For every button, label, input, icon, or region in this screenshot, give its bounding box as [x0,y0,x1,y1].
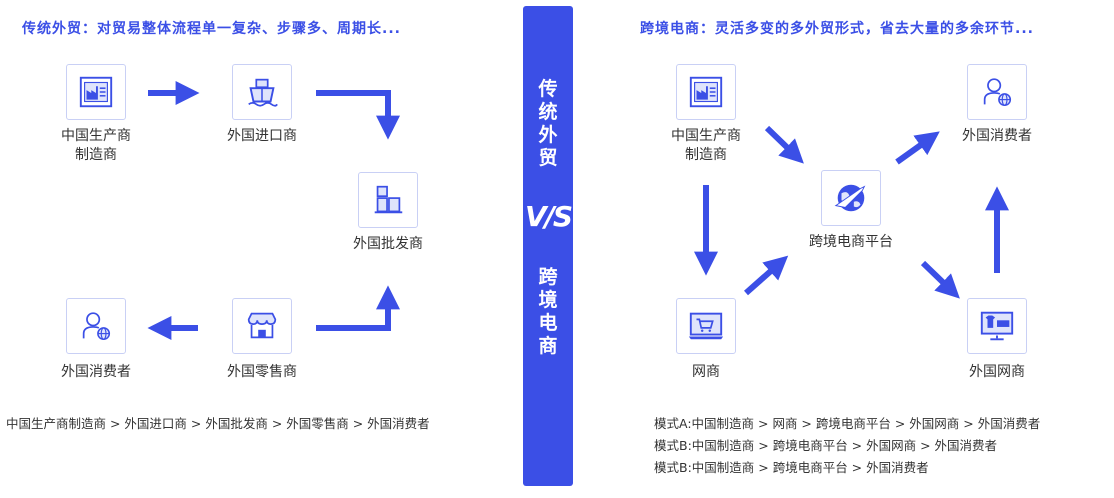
left-retailer-label: 外国零售商 [227,364,297,380]
mode-b2-summary: 模式B:中国制造商 > 跨境电商平台 > 外国消费者 [654,460,929,475]
globe-plane-icon [834,184,866,212]
traditional-trade-vertical-label: 传 统 外 贸 [538,78,557,170]
consumer-globe-icon [82,312,111,341]
right-foreign-shop-node [967,298,1027,354]
arrow-wholesaler-to-retailer [316,285,400,331]
mode-a-summary: 模式A:中国制造商 > 网商 > 跨境电商平台 > 外国网商 > 外国消费者 [654,416,1041,431]
traditional-char-1: 传 [538,78,558,100]
right-maker-node [676,64,736,120]
warehouse-boxes-icon [374,185,403,214]
right-foreign-shop-label: 外国网商 [969,364,1025,380]
left-maker-label-line2: 制造商 [75,147,117,163]
right-shop-node [676,298,736,354]
right-platform-label: 跨境电商平台 [809,234,893,250]
arrow-maker-to-platform [764,125,804,164]
left-flow-summary: 中国生产商制造商 > 外国进口商 > 外国批发商 > 外国零售商 > 外国消费者 [6,416,430,431]
factory-icon [689,76,723,108]
cross-border-char-1: 跨 [538,266,558,288]
left-consumer-node [66,298,126,354]
cross-border-vertical-label: 跨 境 电 商 [538,266,557,358]
store-icon [247,312,277,339]
left-maker-node [66,64,126,120]
factory-icon [79,76,113,108]
left-maker-label-line1: 中国生产商 [61,128,131,144]
online-store-icon [688,312,724,340]
mode-b-summary: 模式B:中国制造商 > 跨境电商平台 > 外国网商 > 外国消费者 [654,438,998,453]
traditional-char-3: 外 [538,124,558,146]
right-shop-label: 网商 [692,364,720,380]
ship-icon [248,78,278,107]
right-consumer-node [967,64,1027,120]
right-maker-label-line1: 中国生产商 [671,128,741,144]
left-wholesaler-node [358,172,418,228]
sale-monitor-icon [980,311,1014,341]
vs-label: V/S [524,200,573,233]
left-consumer-label: 外国消费者 [61,364,131,380]
vs-divider: 传 统 外 贸 V/S 跨 境 电 商 [523,6,573,486]
left-maker-label: 中国生产商 制造商 [46,127,146,165]
cross-border-char-4: 商 [538,335,558,357]
traditional-char-4: 贸 [538,147,558,169]
right-mode-list: 模式A:中国制造商 > 网商 > 跨境电商平台 > 外国网商 > 外国消费者 模… [654,413,1040,479]
right-maker-label-line2: 制造商 [685,147,727,163]
right-platform-node [821,170,881,226]
cross-border-char-2: 境 [538,289,558,311]
right-consumer-label: 外国消费者 [962,128,1032,144]
left-importer-label: 外国进口商 [227,128,297,144]
arrow-shop-to-platform [744,255,789,296]
arrow-importer-to-wholesaler [316,90,400,140]
left-heading: 传统外贸：对贸易整体流程单一复杂、步骤多、周期长... [22,21,401,37]
consumer-globe-icon [983,78,1012,107]
traditional-char-2: 统 [538,101,558,123]
left-wholesaler-label: 外国批发商 [353,236,423,252]
cross-border-char-3: 电 [538,312,558,334]
left-importer-node [232,64,292,120]
arrow-platform-to-foreign-shop [920,260,960,299]
right-maker-label: 中国生产商 制造商 [656,127,756,165]
arrow-platform-to-consumer [895,131,940,165]
left-retailer-node [232,298,292,354]
right-heading: 跨境电商：灵活多变的多外贸形式，省去大量的多余环节... [640,21,1034,37]
